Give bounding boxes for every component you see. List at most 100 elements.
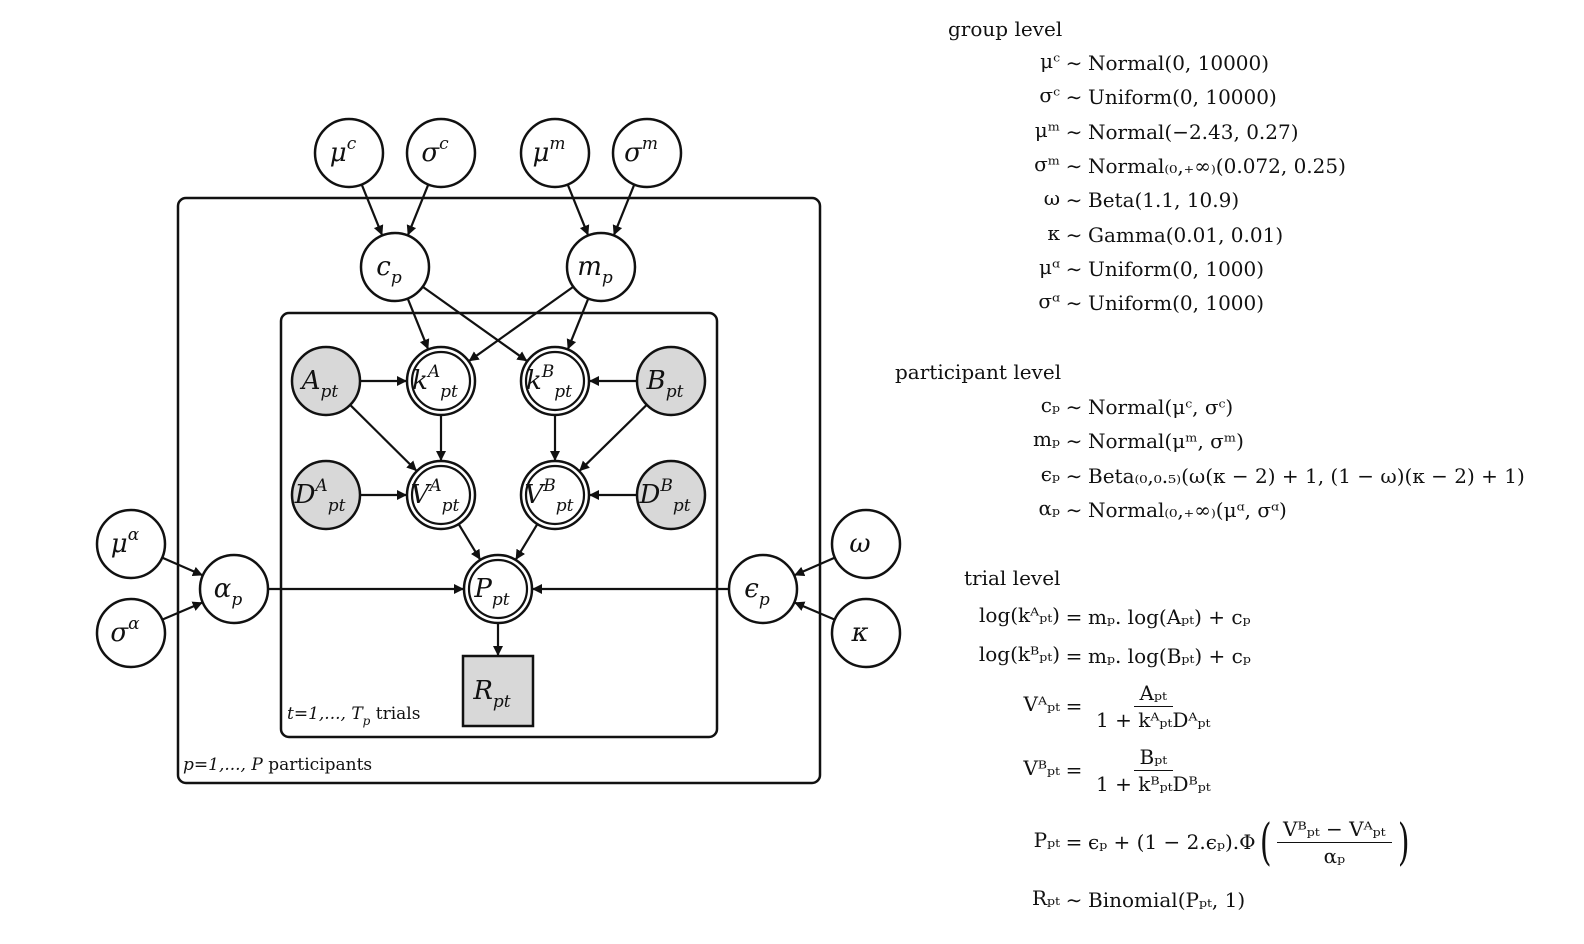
node-kB: kBpt <box>519 345 591 417</box>
equation-lhs: mₚ <box>1033 427 1060 452</box>
node-sigma_c: σc <box>405 117 477 189</box>
node-mu_m: μm <box>519 117 591 189</box>
equation-relation: ∼ <box>1065 153 1083 178</box>
equation-lhs: σᵐ <box>1034 151 1060 176</box>
node-A_pt: Apt <box>290 345 362 417</box>
node-R_pt: Rpt <box>461 654 535 728</box>
svg-text:αp: αp <box>214 574 243 610</box>
equation-lhs: σᶜ <box>1039 83 1060 108</box>
equation-lhs: μᶜ <box>1040 49 1060 73</box>
node-DA: DApt <box>290 459 362 531</box>
trials-plate-label: t=1,..., Tp trials <box>287 704 420 728</box>
node-VB: VBpt <box>519 459 591 531</box>
group-equation: ω∼Beta(1.1, 10.9) <box>960 186 1239 214</box>
edge-c_p-to-kB <box>422 285 528 362</box>
participants-plate-label: p=1,..., P participants <box>183 755 372 775</box>
equation-relation: ∼ <box>1065 429 1083 454</box>
equation-rhs: Uniform(0, 1000) <box>1088 291 1265 316</box>
edge-kappa-to-eps_p <box>794 601 836 621</box>
equation-rhs: Gamma(0.01, 0.01) <box>1088 222 1284 247</box>
equation-rhs: Uniform(0, 10000) <box>1088 85 1277 110</box>
node-eps_p: ϵp <box>727 553 799 625</box>
trial-eq-R: Rₚₜ ∼ Binomial(Pₚₜ, 1) <box>1032 886 1246 912</box>
edge-m_p-to-kA <box>468 285 574 362</box>
svg-text:σc: σc <box>421 134 449 168</box>
edge-mu_m-to-m_p <box>566 184 590 236</box>
equation-relation: ∼ <box>1065 497 1083 522</box>
node-mu_c: μc <box>313 117 385 189</box>
edge-mu_alpha-to-alpha_p <box>161 556 203 576</box>
group-level-heading: group level <box>948 17 1063 41</box>
equation-lhs: μᵐ <box>1034 117 1060 142</box>
equation-rhs: Normal(μᶜ, σᶜ) <box>1088 395 1234 419</box>
svg-text:Apt: Apt <box>300 366 339 402</box>
svg-text:μα: μα <box>111 525 140 559</box>
equation-lhs: σᵅ <box>1038 289 1060 314</box>
group-equation: κ∼Gamma(0.01, 0.01) <box>960 220 1284 249</box>
node-P_pt: Ppt <box>462 553 534 625</box>
equation-lhs: αₚ <box>1038 495 1060 520</box>
equation-rhs: Beta(1.1, 10.9) <box>1088 188 1240 213</box>
equation-relation: ∼ <box>1065 256 1083 281</box>
trial-eq-log-kB: log(kᴮₚₜ) = mₚ. log(Bₚₜ) + cₚ <box>978 642 1251 668</box>
node-sigma_m: σm <box>611 117 683 189</box>
svg-text:Bpt: Bpt <box>646 366 684 402</box>
equation-lhs: cₚ <box>1040 393 1060 417</box>
group-equation: μᵅ∼Uniform(0, 1000) <box>960 255 1264 283</box>
svg-text:Rpt: Rpt <box>472 676 510 712</box>
edge-sigma_alpha-to-alpha_p <box>161 601 203 621</box>
svg-text:mp: mp <box>577 252 613 288</box>
equation-relation: ∼ <box>1065 463 1083 488</box>
node-VA: VApt <box>405 459 477 531</box>
equation-relation: ∼ <box>1065 188 1083 213</box>
equation-rhs: Normal(0, 10000) <box>1088 51 1270 75</box>
node-mu_alpha: μα <box>95 508 167 580</box>
equation-relation: ∼ <box>1065 222 1083 247</box>
svg-text:kBpt: kBpt <box>526 362 572 402</box>
edge-B_pt-to-VB <box>579 404 648 472</box>
svg-text:VApt: VApt <box>411 476 460 516</box>
node-kappa: κ <box>830 597 902 669</box>
equation-relation: ∼ <box>1065 85 1083 110</box>
node-B_pt: Bpt <box>635 345 707 417</box>
svg-text:σm: σm <box>624 134 658 168</box>
equation-lhs: κ <box>1047 220 1061 245</box>
node-alpha_p: αp <box>198 553 270 625</box>
equation-rhs: Normal(−2.43, 0.27) <box>1088 119 1299 144</box>
participants-plate <box>176 196 822 785</box>
graphical-model-diagram: t=1,..., Tp trials p=1,..., P participan… <box>95 117 902 785</box>
group-equation: σᵐ∼Normal₍₀,₊∞₎(0.072, 0.25) <box>960 152 1346 180</box>
participant-equation: cₚ∼Normal(μᶜ, σᶜ) <box>960 393 1233 421</box>
svg-text:kApt: kApt <box>412 362 458 402</box>
svg-text:μm: μm <box>532 134 565 168</box>
group-equation: σᶜ∼Uniform(0, 10000) <box>960 83 1277 111</box>
edge-A_pt-to-VA <box>349 404 417 472</box>
trial-eq-log-kA: log(kᴬₚₜ) = mₚ. log(Aₚₜ) + cₚ <box>979 603 1251 629</box>
svg-text:VBpt: VBpt <box>525 476 574 516</box>
group-equation: μᶜ∼Normal(0, 10000) <box>960 49 1269 77</box>
node-m_p: mp <box>565 231 637 303</box>
equation-lhs: ω <box>1043 186 1060 211</box>
equation-rhs: Uniform(0, 1000) <box>1088 256 1265 281</box>
equation-relation: ∼ <box>1065 395 1083 419</box>
node-sigma_alpha: σα <box>95 597 167 669</box>
edge-c_p-to-kA <box>406 298 430 350</box>
edge-sigma_c-to-c_p <box>406 184 430 236</box>
svg-text:ω: ω <box>849 529 870 559</box>
svg-text:κ: κ <box>850 618 868 648</box>
plates: t=1,..., Tp trials p=1,..., P participan… <box>176 196 822 785</box>
equation-lhs: ϵₚ <box>1040 461 1060 486</box>
group-equation: μᵐ∼Normal(−2.43, 0.27) <box>960 118 1299 146</box>
trial-level-heading: trial level <box>964 566 1061 590</box>
svg-text:DBpt: DBpt <box>638 476 690 516</box>
equation-relation: ∼ <box>1065 119 1083 144</box>
svg-text:σα: σα <box>110 614 140 648</box>
svg-text:μc: μc <box>330 134 357 168</box>
node-c_p: cp <box>359 231 431 303</box>
edge-VA-to-P_pt <box>457 523 481 560</box>
node-DB: DBpt <box>635 459 707 531</box>
